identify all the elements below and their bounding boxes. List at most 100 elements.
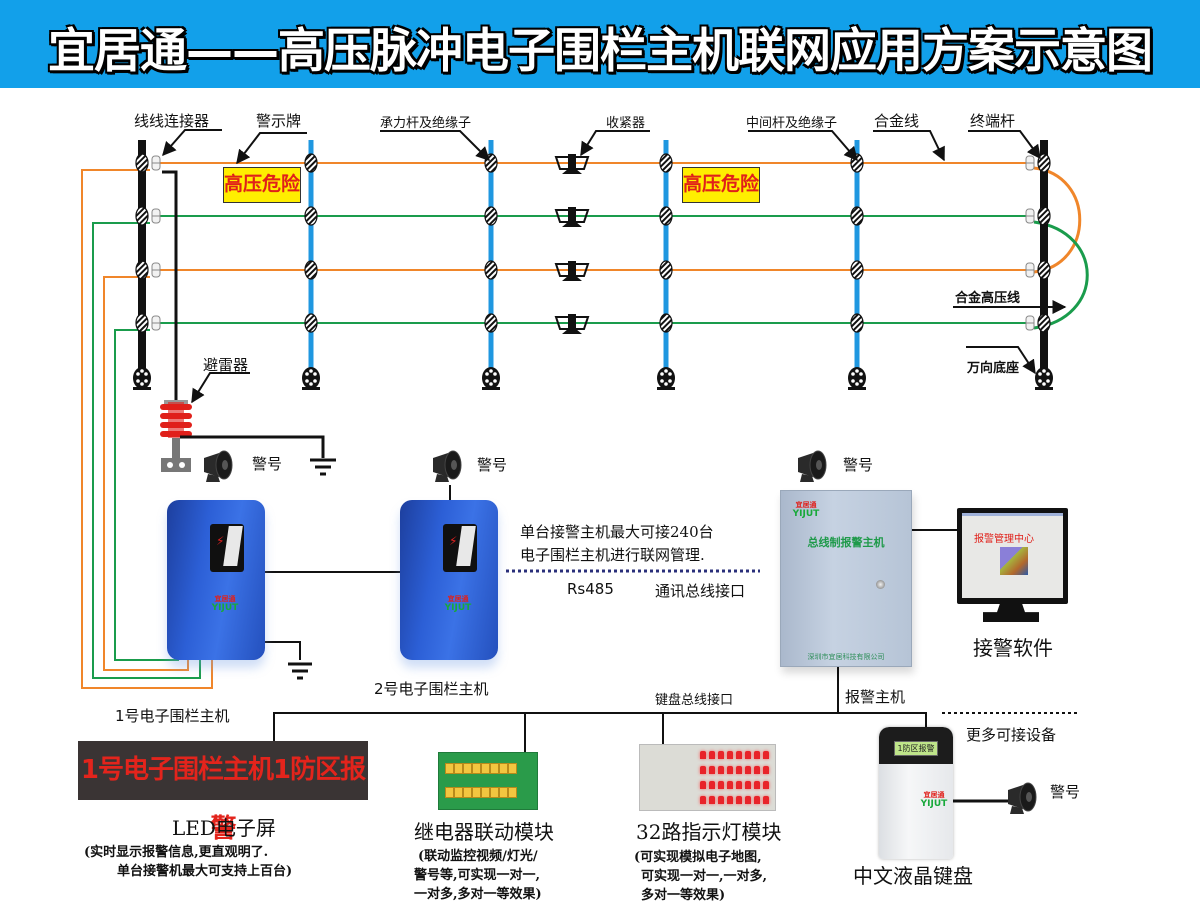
indicator-lamp xyxy=(709,796,715,804)
software-screen-title: 报警管理中心 xyxy=(974,534,1034,545)
relay-component xyxy=(454,763,463,774)
insulator-icon xyxy=(850,206,864,226)
tensioner-foot xyxy=(562,222,582,227)
label-terminal-pole: 终端杆 xyxy=(970,112,1016,130)
relay-component xyxy=(454,787,463,798)
pole-base-hole xyxy=(855,369,859,373)
insulator-icon xyxy=(135,313,149,333)
pole-base-hole xyxy=(305,379,309,383)
keypad-drop xyxy=(838,712,927,727)
siren-cone xyxy=(816,460,822,470)
relay-component xyxy=(481,763,490,774)
pole-shaft xyxy=(854,140,860,372)
pole-base-plate xyxy=(1035,387,1053,390)
relay-component xyxy=(472,787,481,798)
siren-bracket xyxy=(1010,806,1024,814)
relay-component xyxy=(490,787,499,798)
host1-display-window: ⚡ xyxy=(210,524,244,572)
network-note-line2: 电子围栏主机进行联网管理. xyxy=(520,546,705,564)
indicator-lamp xyxy=(745,766,751,774)
pole-base-hole xyxy=(485,372,489,376)
pole-shaft xyxy=(1040,140,1048,372)
siren-icon xyxy=(798,450,827,482)
pole-base-hole xyxy=(851,372,855,376)
label-warning-sign: 警示牌 xyxy=(256,112,302,130)
siren-icon xyxy=(433,450,462,482)
indicator-lamp xyxy=(754,781,760,789)
label-lightning-arrester: 避雷器 xyxy=(203,356,249,374)
alarm-host-company: 深圳市宜居科技有限公司 xyxy=(807,653,885,661)
label-alloy-hv-wire: 合金高压线 xyxy=(955,291,1021,306)
siren-bracket xyxy=(206,474,220,482)
indicator-lamp xyxy=(709,781,715,789)
diagram-title: 宜居通——高压脉冲电子围栏主机联网应用方案示意图 xyxy=(48,24,1153,79)
label-universal-base: 万向底座 xyxy=(967,361,1020,376)
tensioner-icon xyxy=(554,207,590,227)
alarm-host-panel-title: 总线制报警主机 xyxy=(807,536,885,549)
insulator-icon xyxy=(304,206,318,226)
warning-sign-1: 高压危险 xyxy=(223,167,301,203)
indicator-lamp xyxy=(700,751,706,759)
feeder-wires xyxy=(81,169,213,689)
insulator-icon xyxy=(135,206,149,226)
insulator-icon xyxy=(1037,313,1051,333)
lcd-keypad: 1防区报警 宜居通 YIJUT xyxy=(879,727,953,859)
insulator-icon xyxy=(484,206,498,226)
indicator-lamp xyxy=(709,751,715,759)
fence-host-1: ⚡ 宜居通 YIJUT xyxy=(167,500,265,660)
pole-base-hole xyxy=(489,369,493,373)
lamp-module-desc-2: 可实现一对一,一对多, xyxy=(641,869,768,884)
pole-base-plate xyxy=(302,387,320,390)
tensioner-icon xyxy=(554,154,590,174)
insulator-icon xyxy=(659,260,673,280)
tensioner-icon xyxy=(554,314,590,334)
label-alarm-host: 报警主机 xyxy=(845,688,906,706)
relay-component xyxy=(508,787,517,798)
alarm-host-brand-logo: 宜居通 YIJUT xyxy=(792,501,820,519)
siren-icon xyxy=(1008,782,1037,814)
relay-component xyxy=(445,787,454,798)
host1-brand-logo: 宜居通 YIJUT xyxy=(211,595,239,613)
map-icon xyxy=(1000,547,1028,575)
fence-pole-load xyxy=(482,140,500,390)
indicator-lamp-module xyxy=(639,744,776,811)
pole-base-hole xyxy=(144,379,148,383)
relay-component xyxy=(445,763,454,774)
indicator-lamp xyxy=(718,781,724,789)
label-tensioner: 收紧器 xyxy=(606,116,646,131)
relay-component xyxy=(463,787,472,798)
arrester-ground-wire xyxy=(180,435,325,458)
pole-base-hole xyxy=(664,369,668,373)
siren-bracket xyxy=(800,474,814,482)
label-host-2: 2号电子围栏主机 xyxy=(374,680,489,698)
pole-base-hole xyxy=(859,372,863,376)
insulator-icon xyxy=(1037,206,1051,226)
label-middle-pole: 中间杆及绝缘子 xyxy=(746,116,838,131)
pole-base-hole xyxy=(489,382,493,386)
label-keyboard-bus: 键盘总线接口 xyxy=(655,693,734,708)
lamp-module-desc-3: 多对一等效果) xyxy=(641,888,726,903)
fence-pole-middle xyxy=(848,140,866,390)
host2-display-window: ⚡ xyxy=(443,524,477,572)
keypad-brand-logo: 宜居通 YIJUT xyxy=(920,791,948,809)
keypad-title: 中文液晶键盘 xyxy=(853,864,973,888)
insulator-icon xyxy=(1037,260,1051,280)
label-wire-connector: 线线连接器 xyxy=(134,112,210,130)
pole-shaft xyxy=(308,140,314,372)
lightning-bolt-icon: ⚡ xyxy=(216,534,225,548)
fence-pole-middle xyxy=(657,140,675,390)
network-note-line1: 单台接警主机最大可接240台 xyxy=(520,523,714,541)
pole-base-hole xyxy=(140,382,144,386)
ground-icon xyxy=(288,662,312,680)
indicator-lamp xyxy=(727,766,733,774)
insulator-icon xyxy=(304,153,318,173)
indicator-lamp xyxy=(736,751,742,759)
tensioner-frame xyxy=(554,316,590,330)
insulator-icon xyxy=(484,260,498,280)
tensioner-foot xyxy=(562,169,582,174)
indicator-lamp xyxy=(718,751,724,759)
tensioner-frame xyxy=(554,209,590,223)
pole-base-plate xyxy=(848,387,866,390)
relay-module-title: 继电器联动模块 xyxy=(414,820,554,844)
relay-module-desc-1: (联动监控视频/灯光/ xyxy=(418,849,538,864)
